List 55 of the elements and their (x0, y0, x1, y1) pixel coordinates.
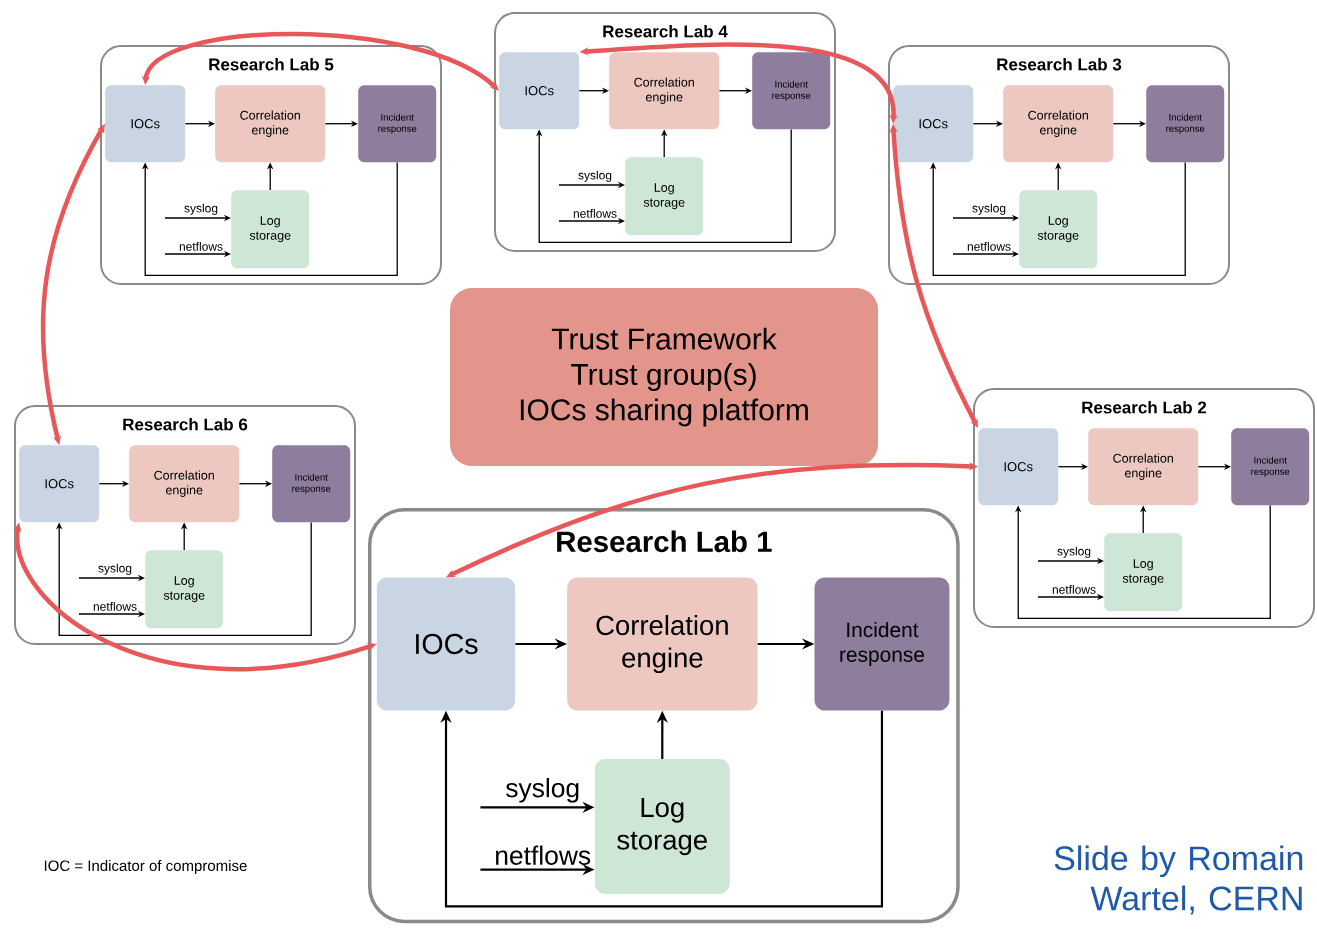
correlation-box: Correlation engine (215, 85, 326, 163)
ioc-box: IOCs (376, 577, 516, 711)
edge-label: netflows (1052, 585, 1096, 594)
edge-label: syslog (506, 778, 579, 803)
arrow (1112, 120, 1146, 127)
response-box: Incident response (1231, 428, 1310, 506)
arrow (718, 87, 752, 94)
arrow (141, 161, 398, 277)
footnote: IOC = Indicator of compromise (44, 860, 247, 874)
arrow (1015, 504, 1271, 620)
response-box: Incident response (752, 52, 831, 130)
correlation-box: Correlation engine (1003, 85, 1114, 163)
edge-label: netflows (93, 602, 137, 611)
arrow (184, 120, 215, 127)
storage-box: Log storage (625, 157, 704, 236)
correlation-box: Correlation engine (129, 445, 240, 523)
arrow (324, 120, 358, 127)
arrow (930, 161, 1186, 277)
ioc-box: IOCs (978, 428, 1059, 506)
correlation-box: Correlation engine (609, 52, 720, 130)
ioc-box: IOCs (19, 445, 100, 523)
edge-label: netflows (967, 242, 1011, 251)
edge-label: syslog (578, 170, 612, 182)
arrow (55, 521, 312, 637)
ioc-box: IOCs (893, 85, 974, 163)
arrow (238, 480, 272, 487)
ioc-box: IOCs (499, 52, 580, 130)
arrow (972, 120, 1003, 127)
edge-label: syslog (98, 563, 132, 575)
correlation-box: Correlation engine (1088, 428, 1199, 506)
edge-label: syslog (1057, 546, 1091, 558)
platform-box: Trust Framework Trust group(s) IOCs sharing platform (450, 288, 878, 466)
arrow (535, 128, 792, 244)
edge-label: syslog (184, 203, 218, 215)
credit-text: Slide by Romain Wartel, CERN (1054, 845, 1303, 915)
storage-box: Log storage (231, 190, 310, 269)
arrow (440, 710, 884, 908)
ioc-box: IOCs (105, 85, 186, 163)
response-box: Incident response (814, 577, 950, 711)
edge-label: netflows (496, 845, 591, 865)
storage-box: Log storage (145, 550, 224, 629)
storage-box: Log storage (594, 759, 730, 894)
response-box: Incident response (1146, 85, 1225, 163)
edge-label: netflows (179, 242, 223, 251)
response-box: Incident response (272, 445, 351, 523)
arrow (1057, 463, 1088, 470)
arrow (98, 480, 129, 487)
edge-label: syslog (972, 203, 1006, 215)
edge-label: netflows (573, 209, 617, 218)
arrow (1197, 463, 1231, 470)
response-box: Incident response (358, 85, 437, 163)
arrow (578, 87, 609, 94)
storage-box: Log storage (1104, 533, 1183, 612)
storage-box: Log storage (1019, 190, 1098, 269)
correlation-box: Correlation engine (567, 577, 758, 711)
